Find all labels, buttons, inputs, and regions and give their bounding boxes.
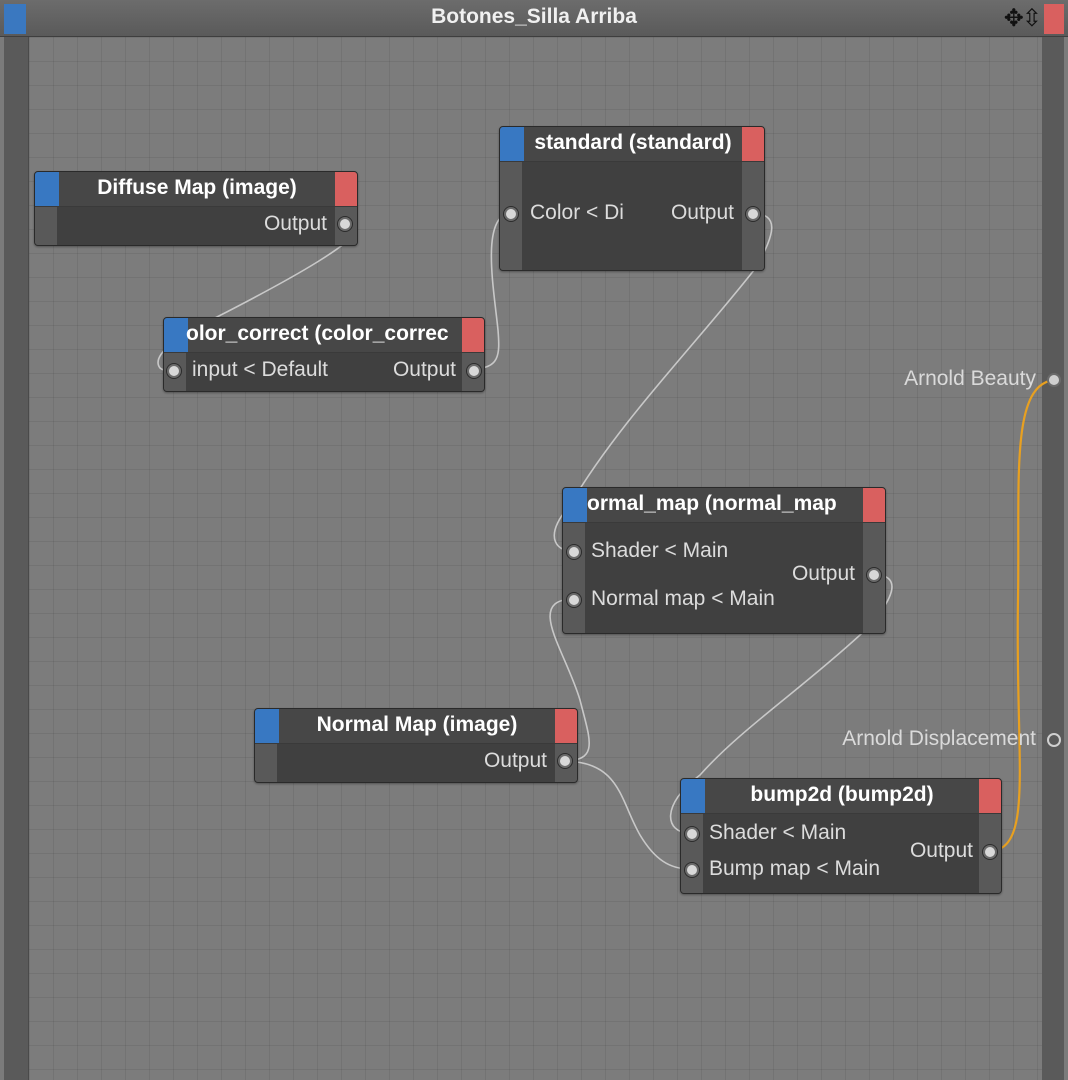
move-icon[interactable]: ✥⇳ [1003,5,1042,32]
output-port[interactable] [746,207,760,221]
bump-map-input-port[interactable] [685,863,699,877]
output-label: Output [392,358,456,381]
input-port[interactable] [504,207,518,221]
output-label: Output [670,201,734,224]
arnold-beauty-label: Arnold Beauty [904,367,1036,390]
node-input-handle[interactable] [164,318,188,352]
arnold-displacement-label: Arnold Displacement [842,727,1036,750]
shader-input-port[interactable] [685,827,699,841]
normal-map-input-port[interactable] [567,593,581,607]
output-port[interactable] [338,217,352,231]
output-label: Output [483,749,547,772]
title-bar[interactable]: Botones_Silla Arriba ✥⇳ [0,0,1068,37]
output-label: Output [909,839,973,862]
node-input-handle[interactable] [35,172,59,206]
node-title: Diffuse Map (image) [97,176,297,199]
standard-node[interactable]: standard (standard) Color < Di Output [499,126,765,271]
bump2d-node[interactable]: bump2d (bump2d) Shader < Main Output Bum… [680,778,1002,894]
right-output-bar [1041,37,1064,1080]
node-title: Normal Map (image) [316,713,518,736]
node-input-handle[interactable] [681,779,705,813]
shader-input-port[interactable] [567,545,581,559]
title-right-handle[interactable] [1044,4,1064,34]
color-correct-node[interactable]: olor_correct (color_correc input < Defau… [163,317,485,392]
title-left-handle[interactable] [4,4,26,34]
left-input-bar [4,37,29,1080]
node-title: bump2d (bump2d) [750,783,934,806]
output-label: Output [263,212,327,235]
output-label: Output [791,562,855,585]
normal-map-node[interactable]: ormal_map (normal_map Shader < Main Outp… [562,487,886,634]
output-port[interactable] [467,364,481,378]
node-input-handle[interactable] [500,127,524,161]
arnold-beauty-port[interactable] [1047,373,1061,387]
node-output-handle[interactable] [462,318,484,352]
input-label: input < Default [192,358,329,381]
output-port[interactable] [867,568,881,582]
node-output-handle[interactable] [555,709,577,743]
node-output-handle[interactable] [335,172,357,206]
node-output-handle[interactable] [979,779,1001,813]
diffuse-map-node[interactable]: Diffuse Map (image) Output [34,171,358,246]
input-port[interactable] [167,364,181,378]
node-input-handle[interactable] [563,488,587,522]
node-output-handle[interactable] [742,127,764,161]
output-port[interactable] [983,845,997,859]
node-title: olor_correct (color_correc [186,322,449,345]
node-output-handle[interactable] [863,488,885,522]
shader-input-label: Shader < Main [709,821,847,844]
node-title: standard (standard) [534,131,732,154]
bump-map-input-label: Bump map < Main [709,857,880,880]
arnold-displacement-port[interactable] [1047,733,1061,747]
normal-map-input-label: Normal map < Main [591,587,775,610]
normal-map-image-node[interactable]: Normal Map (image) Output [254,708,578,783]
shader-input-label: Shader < Main [591,539,729,562]
input-label: Color < Di [530,201,624,224]
window-title: Botones_Silla Arriba [431,5,637,28]
output-port[interactable] [558,754,572,768]
node-input-handle[interactable] [255,709,279,743]
node-title: ormal_map (normal_map [587,492,837,515]
